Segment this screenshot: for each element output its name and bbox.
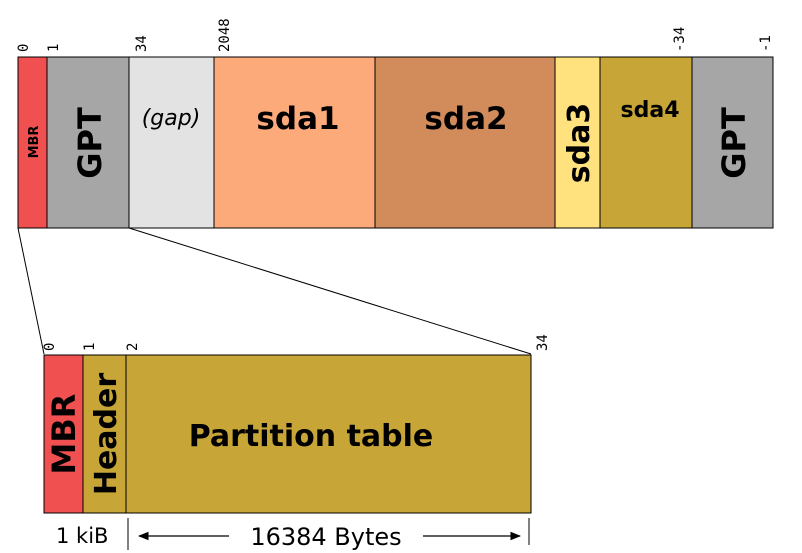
- size-bytes: 16384 Bytes: [250, 523, 401, 551]
- offset-neg34: -34: [672, 27, 688, 52]
- label-gpt-backup: GPT: [715, 107, 753, 179]
- label-sda3: sda3: [562, 103, 597, 183]
- label-sda1: sda1: [256, 101, 339, 137]
- offset-34: 34: [134, 35, 150, 52]
- zoom-block-header: [82, 354, 127, 514]
- label-sda2: sda2: [424, 101, 507, 137]
- block-sda1: [213, 56, 376, 229]
- zoom-block-mbr: [43, 354, 84, 514]
- label-mbr: MBR: [27, 126, 42, 159]
- block-sda4: [599, 56, 693, 229]
- block-sda3: [554, 56, 601, 229]
- zoom-line-right: [128, 227, 532, 355]
- zoom-offset-2: 2: [125, 343, 141, 351]
- zoom-label-partition-table: Partition table: [189, 419, 434, 454]
- zoom-label-mbr: MBR: [45, 394, 83, 475]
- block-mbr: [17, 56, 48, 229]
- zoom-offset-34: 34: [535, 334, 551, 351]
- zoom-offset-0: 0: [42, 343, 58, 351]
- block-gap: [128, 56, 215, 229]
- offset-0: 0: [16, 44, 32, 52]
- label-gap: (gap): [142, 106, 201, 131]
- block-sda2: [374, 56, 556, 229]
- offset-neg1: -1: [758, 35, 774, 52]
- size-kib: 1 kiB: [56, 524, 108, 548]
- offset-2048: 2048: [217, 18, 233, 52]
- offset-1: 1: [46, 44, 62, 52]
- block-gpt-backup: [691, 56, 774, 229]
- zoom-label-header: Header: [89, 373, 124, 496]
- zoom-line-left: [17, 227, 45, 355]
- label-sda4: sda4: [621, 98, 680, 123]
- label-gpt-primary: GPT: [71, 107, 109, 179]
- zoom-block-partition-table: [125, 354, 532, 514]
- block-gpt-primary: [46, 56, 130, 229]
- zoom-offset-1: 1: [82, 343, 98, 351]
